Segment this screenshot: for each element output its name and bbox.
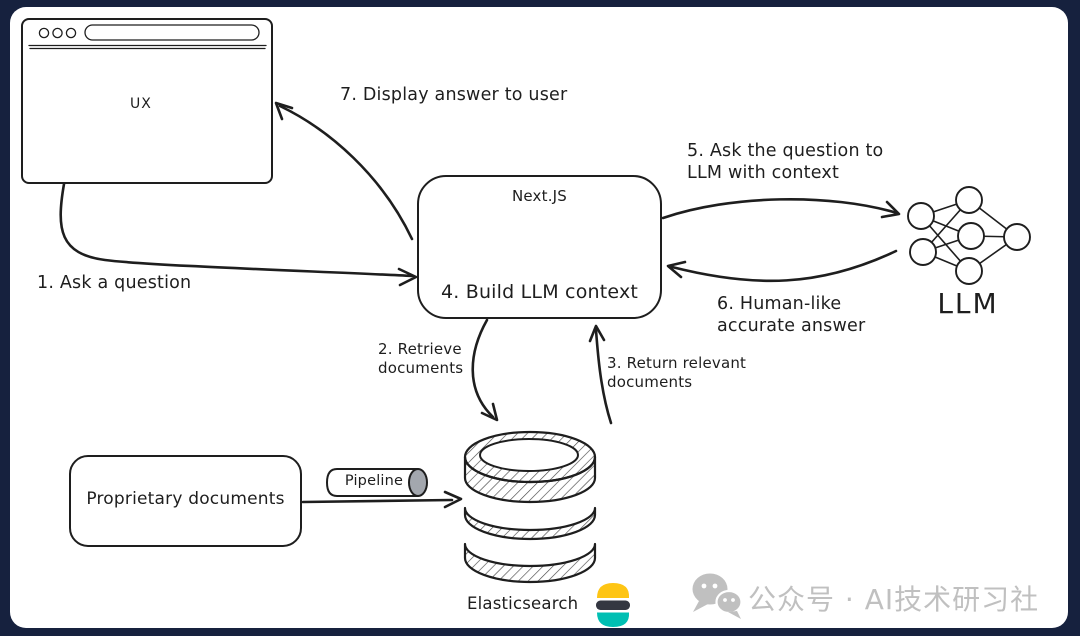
pipeline-cylinder-cap [408,468,428,497]
flow-label-display-answer: 7. Display answer to user [340,85,568,105]
flow-label-return-documents: 3. Return relevant documents [607,354,747,391]
elastic-logo-icon [596,583,630,627]
pipeline-shape [301,468,463,509]
nextjs-title: Next.JS [511,187,568,205]
flow-arrow-5-ask-llm [661,197,901,220]
browser-dot-icon [52,27,63,39]
flow-arrow-2-retrieve-documents [471,318,499,422]
elasticsearch-label: Elasticsearch [467,594,579,613]
elasticsearch-database-icon [463,430,597,584]
pipeline-arrowhead-icon [443,490,463,509]
pipeline-cylinder-body [326,468,419,497]
proprietary-documents-label: Proprietary documents [86,489,285,509]
flow-arrow-1-ask-question [59,182,418,287]
flow-label-ask-llm: 5. Ask the question to LLM with context [687,141,884,183]
elastic-logo-top [597,583,630,598]
flow-label-retrieve-documents: 2. Retrieve documents [378,340,464,377]
pipeline-label: Pipeline [344,473,404,489]
llm-network-icon [907,186,1031,285]
browser-dot-icon [38,27,50,39]
flow-arrow-3-return-documents [588,324,613,425]
proprietary-documents-box [69,455,302,547]
elastic-logo-bottom [597,612,630,627]
llm-label: LLM [937,287,999,320]
browser-frame [21,18,273,184]
flow-arrow-7-display-answer [274,101,414,241]
nextjs-app-box [417,175,662,319]
wechat-icon [692,573,743,619]
browser-address-bar [84,24,260,41]
elastic-logo-middle [596,600,630,610]
browser-window [21,18,273,184]
flow-label-ask-question: 1. Ask a question [37,273,192,293]
ux-label: UX [130,96,152,112]
build-llm-context-label: 4. Build LLM context [440,281,639,303]
pipeline-arrow [301,498,454,504]
watermark-text: 公众号 · AI技术研习社 [748,583,1040,616]
browser-dot-icon [65,27,77,39]
flow-arrow-6-llm-answer [666,249,898,283]
flow-label-llm-answer: 6. Human-like accurate answer [717,294,866,336]
